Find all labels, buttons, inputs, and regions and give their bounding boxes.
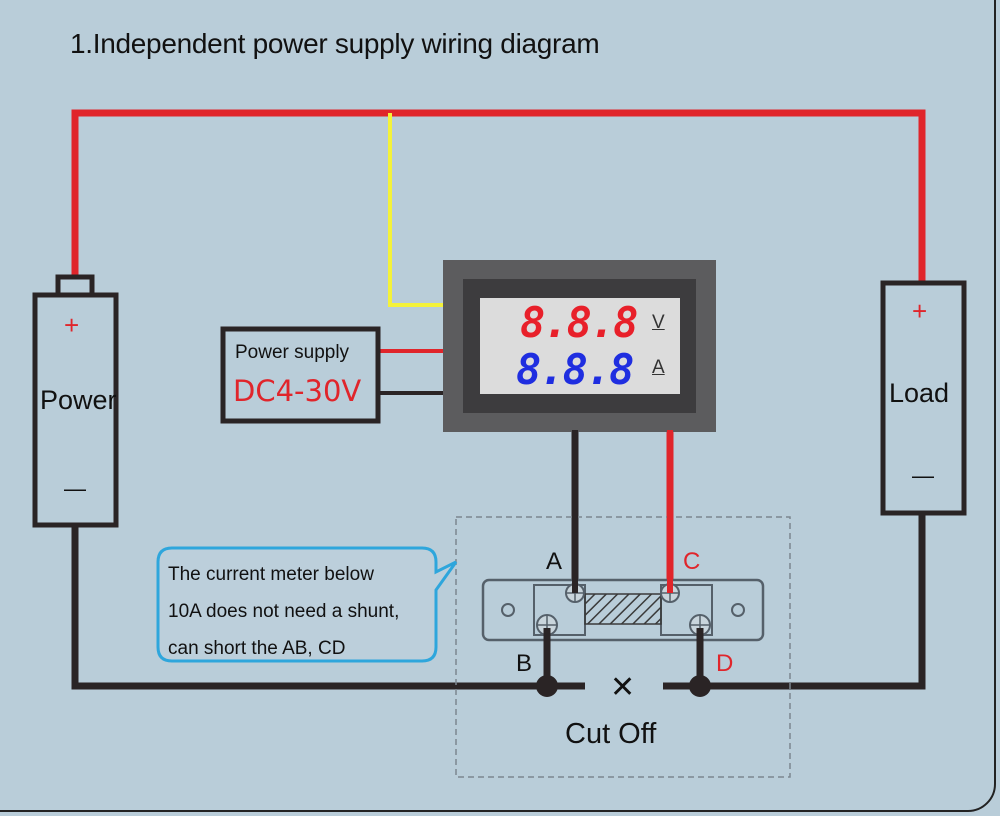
meter-display xyxy=(480,298,680,394)
voltage-readout: 8.8.8 xyxy=(520,298,638,347)
shunt-resistor xyxy=(584,593,662,625)
current-unit: A xyxy=(652,357,665,378)
yellow-wire xyxy=(388,113,443,307)
terminal-a-label: A xyxy=(546,548,563,575)
callout-line-3: can short the AB, CD xyxy=(168,638,346,659)
terminal-b-label: B xyxy=(516,650,533,677)
load-minus-sign: — xyxy=(912,463,934,488)
power-minus-sign: — xyxy=(64,476,86,501)
power-battery-body xyxy=(32,292,119,528)
power-plus-sign: + xyxy=(64,310,80,340)
page-title: 1.Independent power supply wiring diagra… xyxy=(70,28,600,59)
cut-mark-icon: ✕ xyxy=(610,671,636,704)
voltage-unit: V xyxy=(652,312,665,333)
load-label: Load xyxy=(889,378,950,408)
power-label: Power xyxy=(40,385,117,415)
screw-b xyxy=(536,614,558,636)
shunt-mount-hole-right xyxy=(731,603,745,617)
load-plus-sign: + xyxy=(912,296,928,326)
callout-line-2: 10A does not need a shunt, xyxy=(168,601,400,622)
shunt-area xyxy=(455,516,791,778)
callout-line-1: The current meter below xyxy=(168,564,374,585)
supply-voltage: DC4-30V xyxy=(233,374,362,408)
load-body xyxy=(880,280,967,516)
callout-bubble xyxy=(156,546,458,663)
supply-label: Power supply xyxy=(235,342,350,363)
terminal-c-label: C xyxy=(683,548,701,575)
cut-off-label: Cut Off xyxy=(565,718,657,750)
shunt-mount-hole-left xyxy=(501,603,515,617)
current-readout: 8.8.8 xyxy=(516,345,634,394)
red-wire-top xyxy=(71,109,926,283)
black-wire-load-neg xyxy=(663,514,926,690)
terminal-d-label: D xyxy=(716,650,734,677)
black-wire-power-neg xyxy=(71,525,585,690)
supply-box xyxy=(220,326,381,424)
